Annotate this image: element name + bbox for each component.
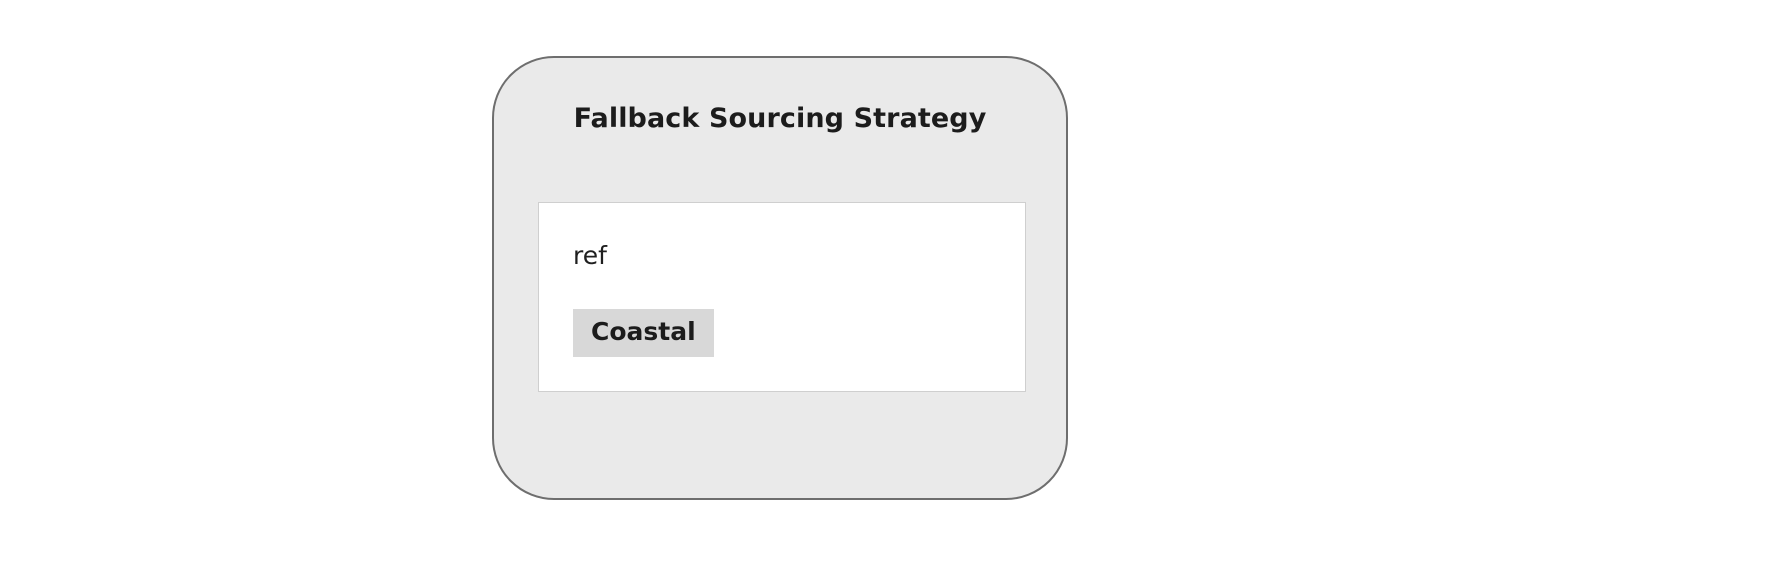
page-title: Fallback Sourcing Strategy bbox=[573, 103, 987, 134]
fallback-sourcing-strategy-card: Fallback Sourcing Strategy ref Coastal bbox=[492, 56, 1068, 500]
coastal-chip[interactable]: Coastal bbox=[573, 309, 714, 357]
ref-label: ref bbox=[573, 241, 607, 270]
content-panel: ref Coastal bbox=[538, 202, 1026, 392]
